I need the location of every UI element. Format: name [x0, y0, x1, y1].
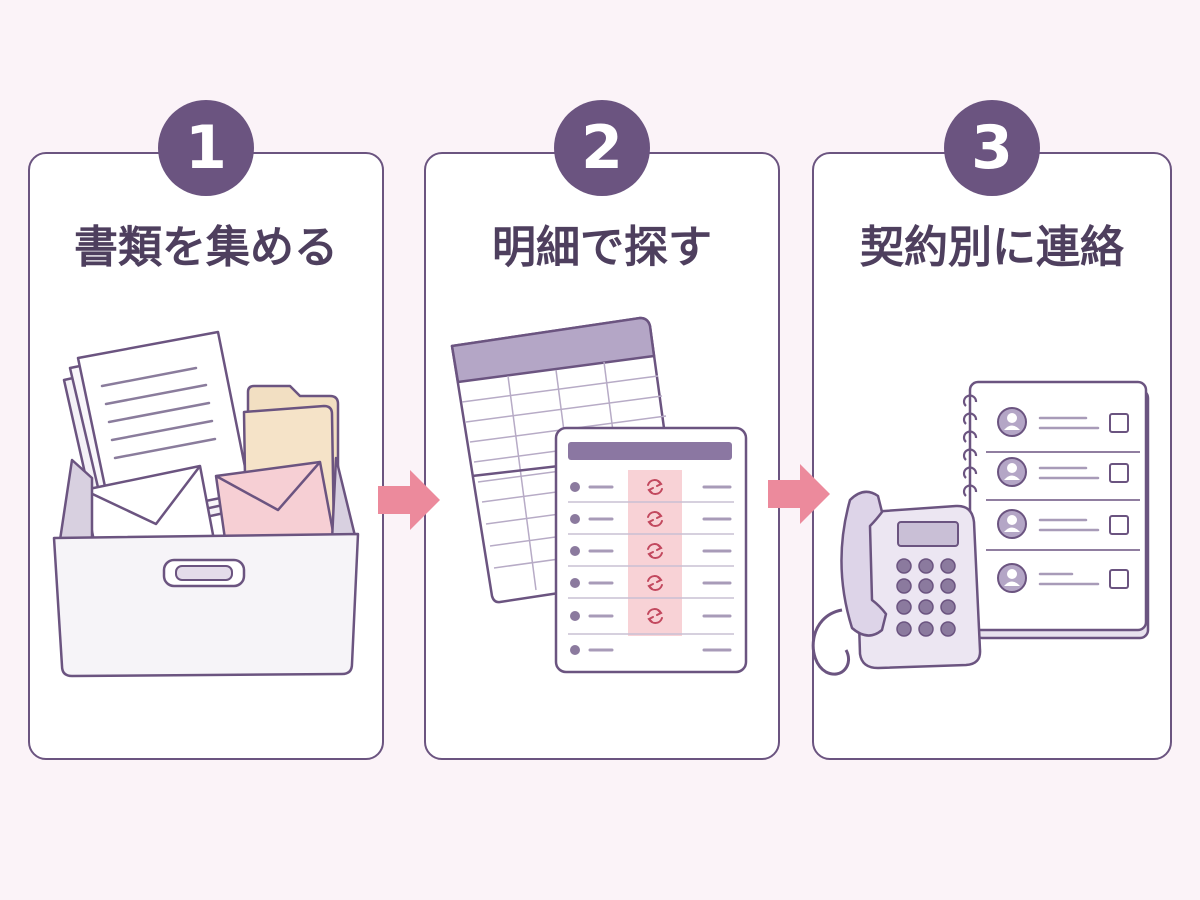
- person-icon: [997, 407, 1027, 593]
- step-title-2: 明細で探す: [492, 222, 712, 273]
- statement-list-icon: [554, 426, 748, 674]
- checkbox-icon: [1109, 413, 1129, 589]
- arrow-right-icon-2: [768, 464, 830, 524]
- step-title-3: 契約別に連絡: [860, 222, 1124, 273]
- step-title-1: 書類を集める: [74, 222, 338, 273]
- contact-lines: [1038, 416, 1100, 586]
- step-number-badge-3: 3: [944, 100, 1040, 196]
- telephone-icon: [811, 490, 982, 676]
- step-number-badge-2: 2: [554, 100, 650, 196]
- step-number-badge-1: 1: [158, 100, 254, 196]
- storage-box-icon: [52, 456, 360, 678]
- recurring-icon: [647, 479, 663, 624]
- arrow-right-icon-1: [378, 470, 440, 530]
